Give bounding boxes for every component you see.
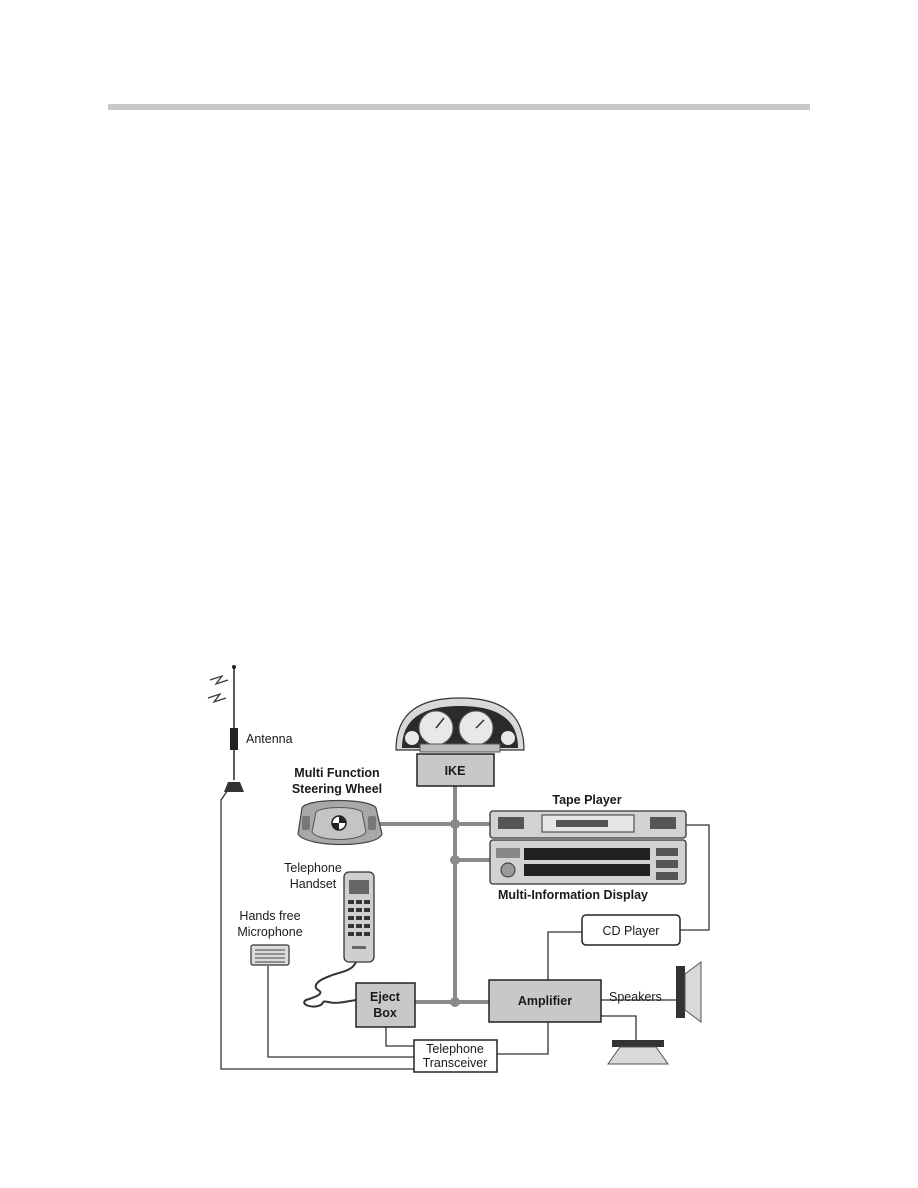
instrument-cluster-icon bbox=[395, 697, 525, 753]
data-bus bbox=[378, 785, 490, 1004]
mfsw-label-line1: Multi Function bbox=[294, 766, 379, 780]
cd-tape-wire bbox=[680, 824, 710, 931]
cd-player-box bbox=[581, 914, 681, 946]
handset-coil-cord bbox=[303, 961, 357, 1008]
eject-box bbox=[355, 982, 416, 1028]
telephone-transceiver-box bbox=[413, 1039, 498, 1073]
amplifier-cd-wire bbox=[547, 931, 582, 980]
eject-box-label-line2: Box bbox=[373, 1006, 397, 1020]
mid-label: Multi-Information Display bbox=[498, 888, 648, 902]
eject-box-label-line1: Eject bbox=[370, 990, 401, 1004]
tape-player-label: Tape Player bbox=[552, 793, 621, 807]
telephone-handset-icon bbox=[343, 871, 375, 963]
steering-wheel-icon bbox=[297, 799, 383, 846]
handset-label-line1: Telephone bbox=[284, 861, 342, 875]
antenna-icon bbox=[207, 665, 244, 792]
ike-box bbox=[416, 753, 495, 787]
cd-player-label: CD Player bbox=[603, 924, 660, 938]
ike-label: IKE bbox=[445, 764, 466, 778]
header-rule bbox=[108, 104, 810, 110]
microphone-label-line1: Hands free bbox=[239, 909, 300, 923]
antenna-label: Antenna bbox=[246, 732, 293, 746]
microphone-icon bbox=[250, 944, 290, 966]
microphone-label-line2: Microphone bbox=[237, 925, 302, 939]
speaker-icon bbox=[607, 1040, 669, 1065]
multi-information-display-icon bbox=[489, 839, 687, 885]
amplifier-speaker-wire-2 bbox=[600, 1012, 637, 1040]
transceiver-label-line2: Transceiver bbox=[423, 1056, 488, 1070]
microphone-cable bbox=[267, 966, 414, 1058]
signal-wires bbox=[220, 789, 710, 1070]
bus-junctions bbox=[450, 819, 460, 1007]
eject-transceiver-wire bbox=[385, 1027, 414, 1047]
handset-label-line2: Handset bbox=[290, 877, 337, 891]
antenna-cable bbox=[220, 789, 414, 1070]
amplifier-box bbox=[488, 979, 602, 1023]
speaker-icon bbox=[676, 961, 702, 1023]
transceiver-amplifier-wire bbox=[497, 1022, 549, 1055]
amplifier-label: Amplifier bbox=[518, 994, 572, 1008]
mfsw-label-line2: Steering Wheel bbox=[292, 782, 382, 796]
tape-player-icon bbox=[489, 810, 687, 839]
transceiver-label-line1: Telephone bbox=[426, 1042, 484, 1056]
speakers-label: Speakers bbox=[609, 990, 662, 1004]
